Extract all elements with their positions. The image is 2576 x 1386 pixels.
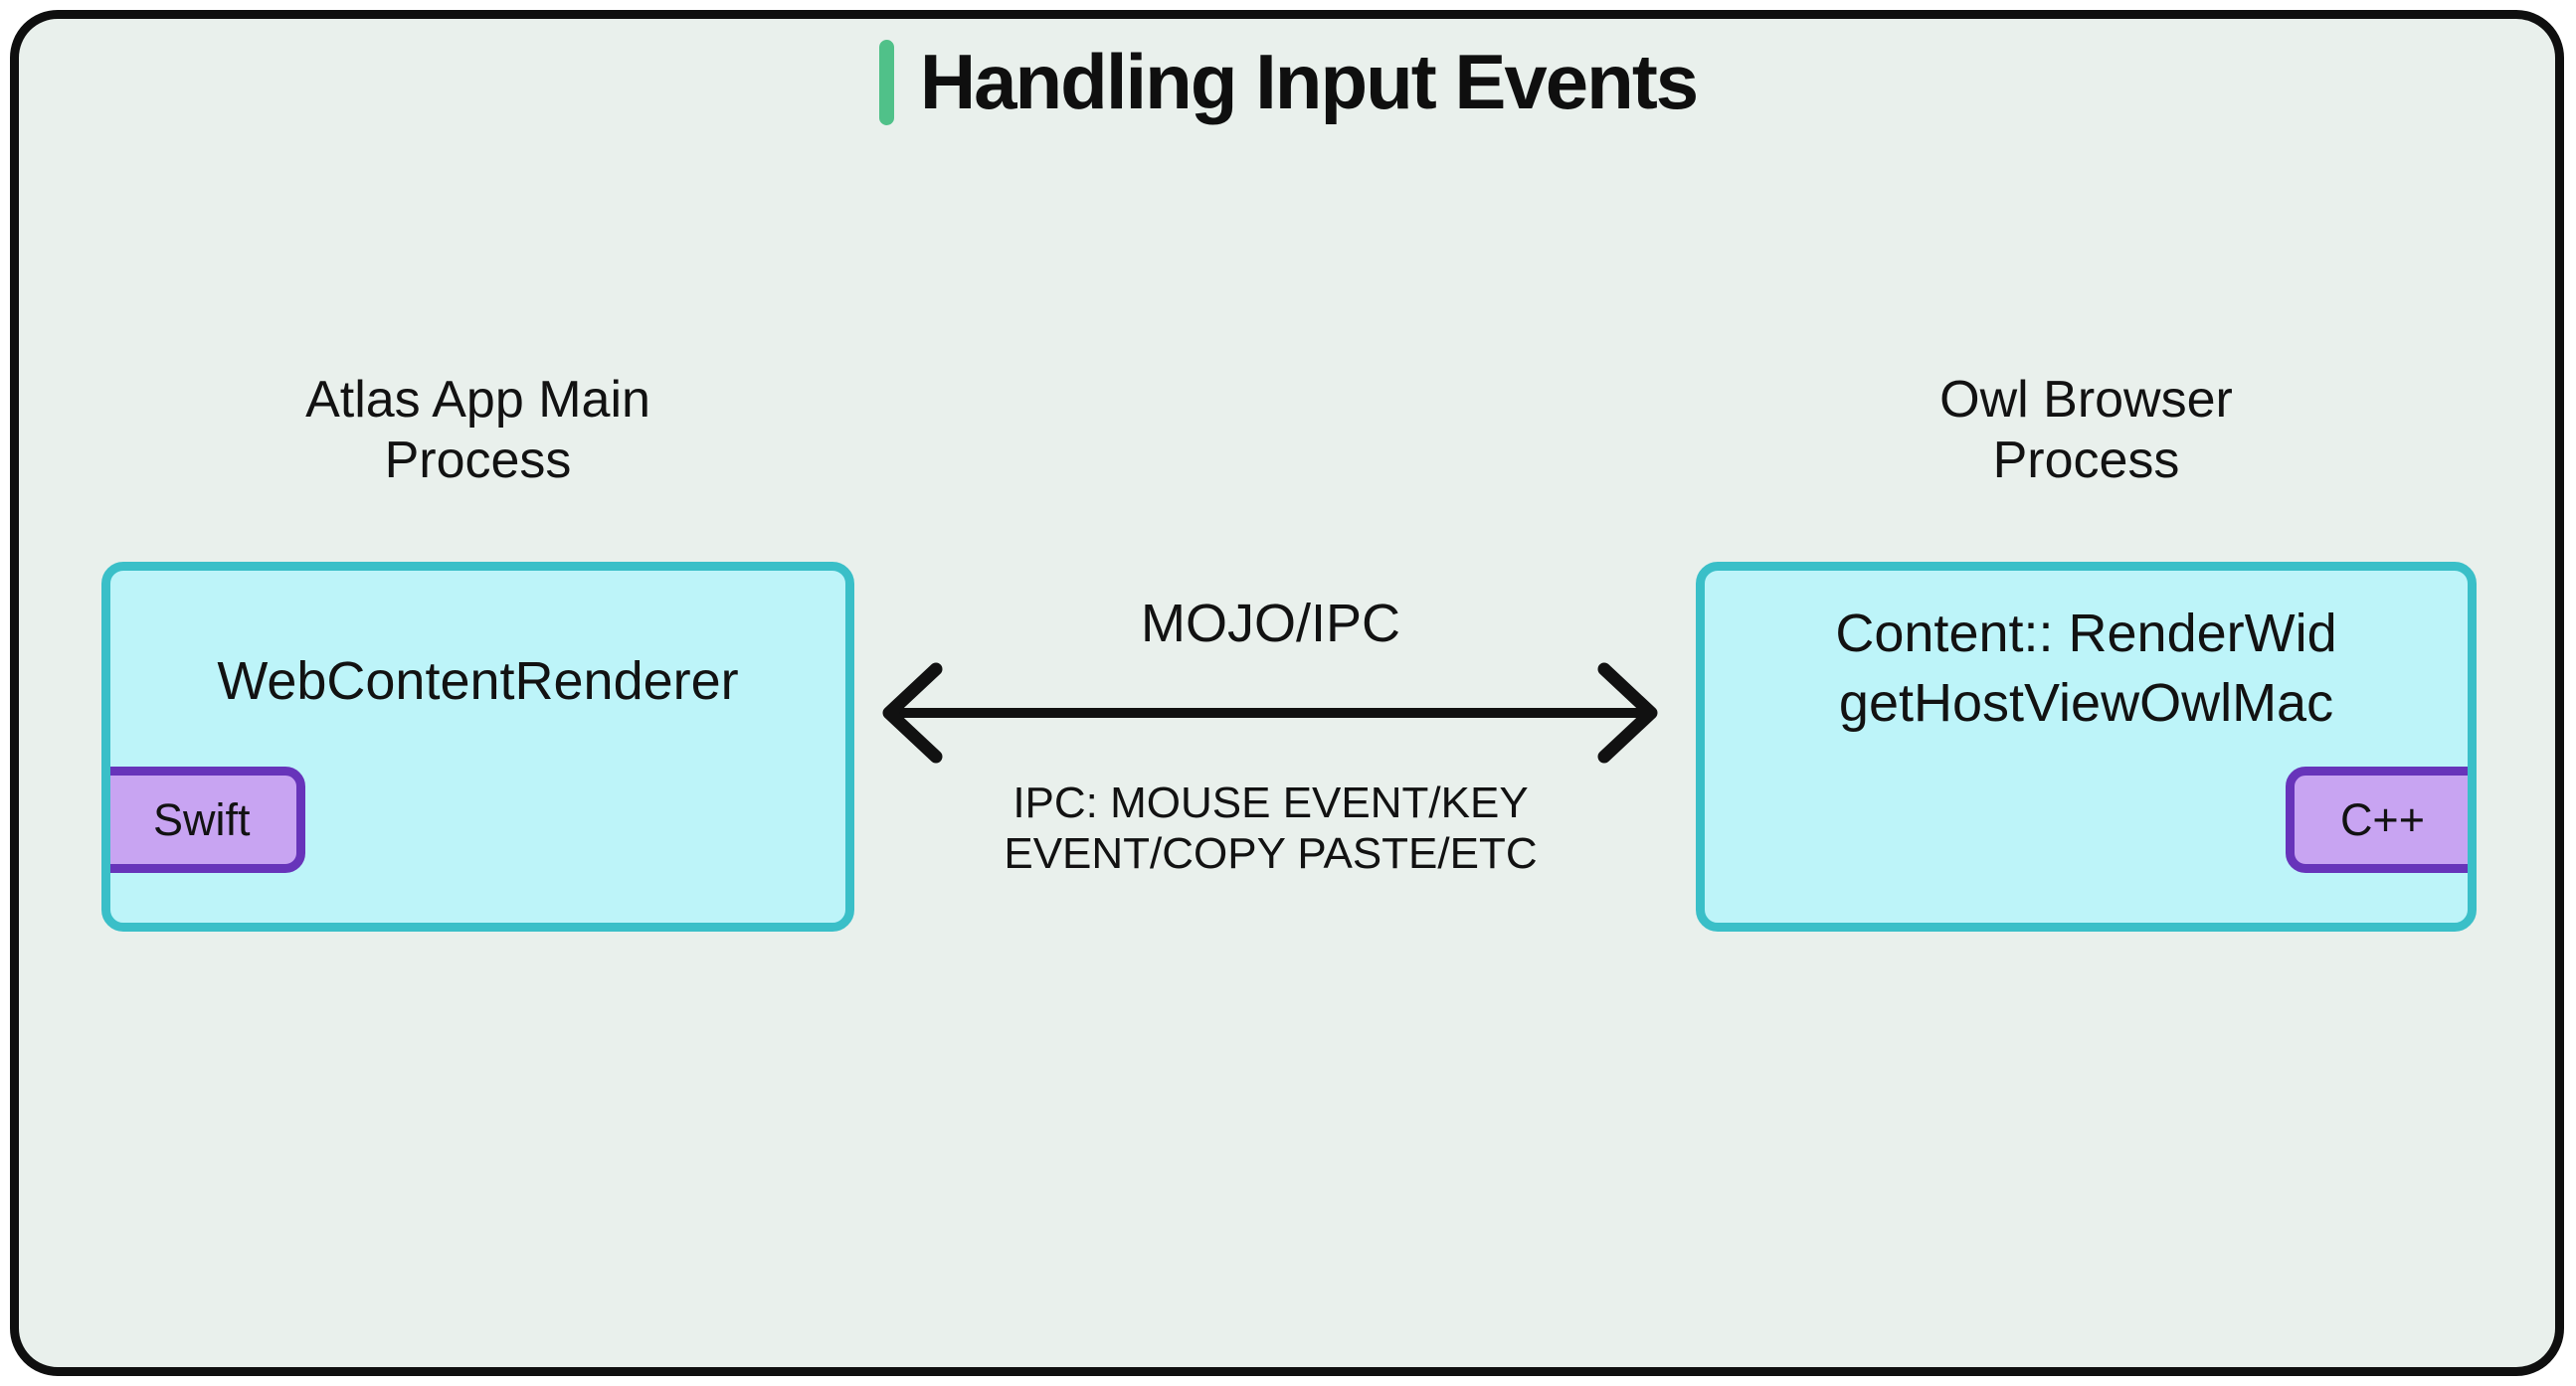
connection-sublabel-line2: EVENT/COPY PASTE/ETC [1004,829,1538,879]
connection-label: MOJO/IPC [1140,594,1400,653]
left-node-language-badge: Swift [110,767,305,873]
left-node-title: WebContentRenderer [217,651,739,711]
double-arrow-icon [882,662,1658,764]
page-title: Handling Input Events [919,38,1699,126]
connection-sublabel: IPC: MOUSE EVENT/KEY EVENT/COPY PASTE/ET… [875,778,1666,879]
right-process-label: Owl Browser Process [1696,370,2477,491]
right-process-label-line2: Process [1992,431,2180,489]
title-accent-bar [878,40,894,125]
right-node-renderwidgethostview: Content:: RenderWid getHostViewOwlMac C+… [1696,562,2477,932]
connection-sublabel-line1: IPC: MOUSE EVENT/KEY [1012,779,1529,827]
left-process-label-line2: Process [384,431,572,489]
left-process-label: Atlas App Main Process [101,370,854,491]
right-node-language-badge: C++ [2285,767,2468,873]
left-node-webcontentrenderer: WebContentRenderer Swift [101,562,854,932]
left-process-label-line1: Atlas App Main [305,371,650,429]
arrowhead-left-icon [882,662,943,764]
right-node-title-line1: Content:: RenderWid [1835,604,2337,663]
right-node-title: Content:: RenderWid getHostViewOwlMac [1705,599,2468,738]
right-process-label-line1: Owl Browser [1939,371,2233,429]
arrowhead-right-icon [1597,662,1658,764]
title-row: Handling Input Events [0,40,2576,125]
right-node-title-line2: getHostViewOwlMac [1838,673,2334,734]
